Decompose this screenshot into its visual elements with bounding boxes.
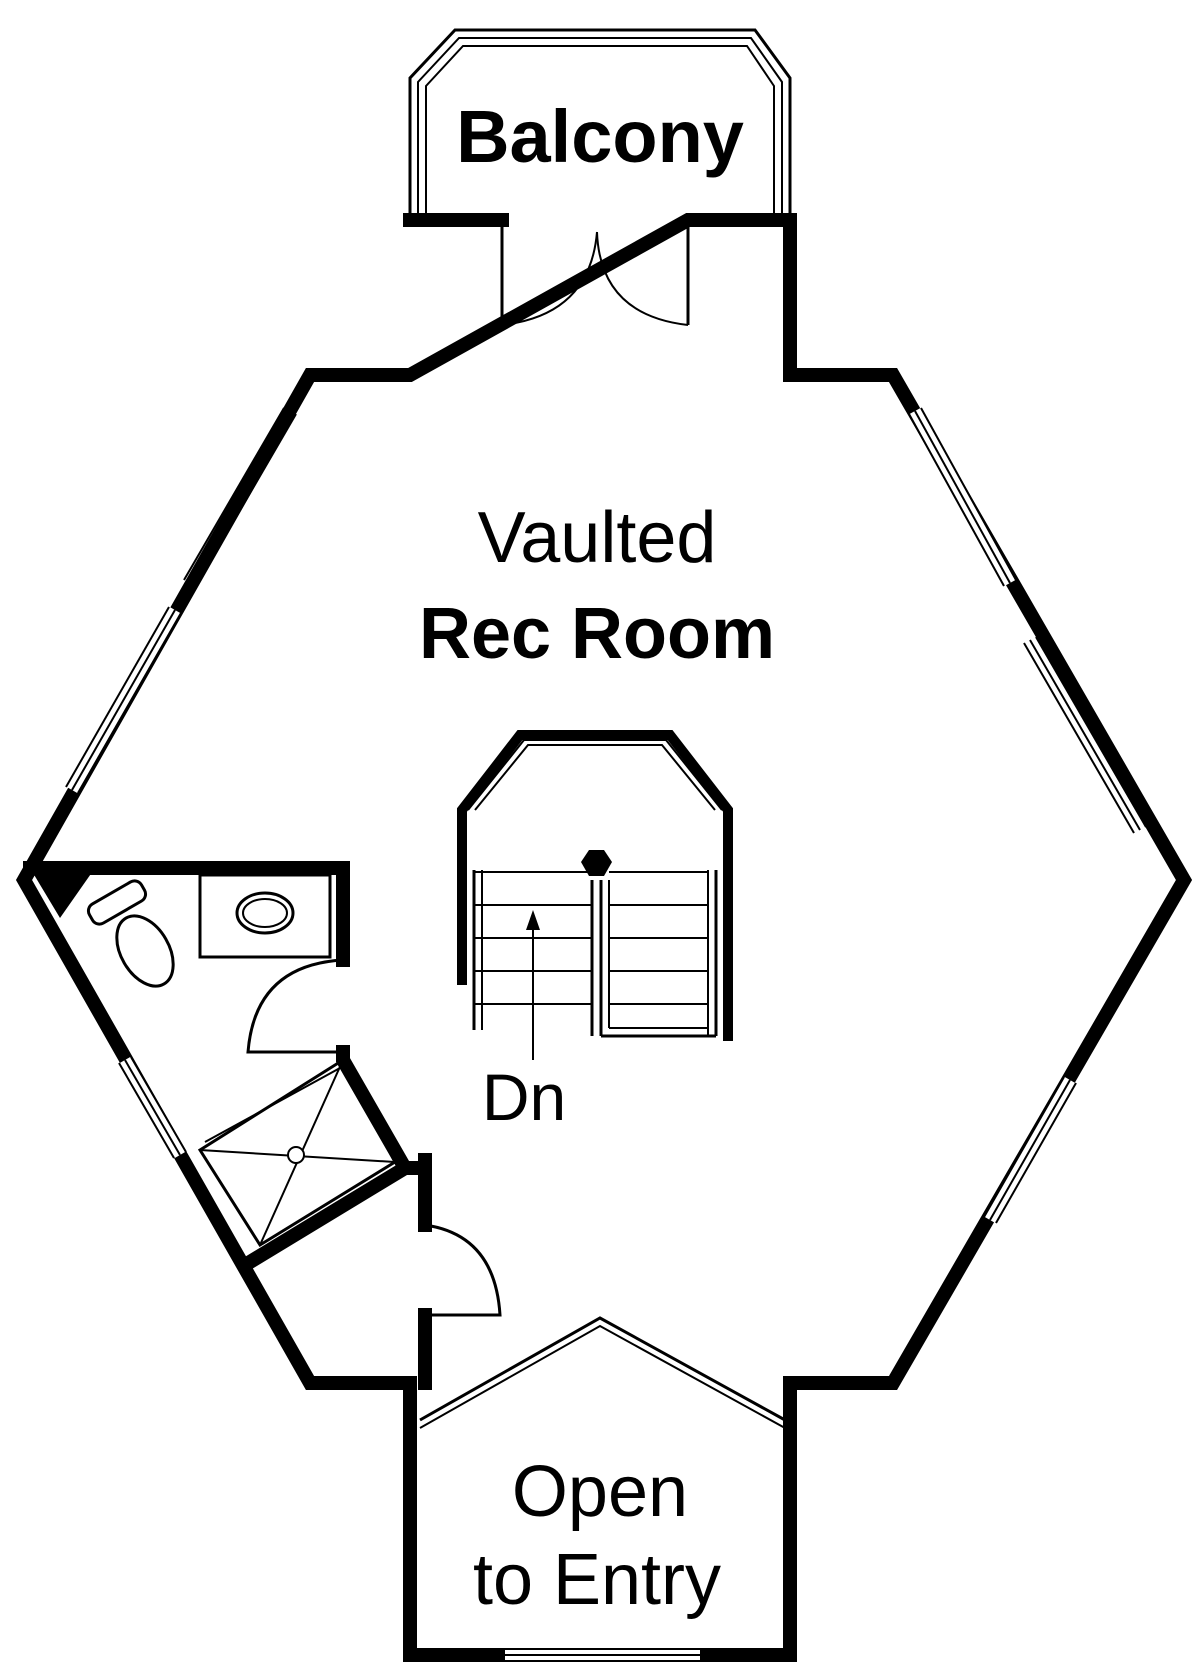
bathroom-door xyxy=(246,958,344,1054)
bathroom xyxy=(23,861,502,1390)
balcony-railing-inner xyxy=(417,37,783,220)
windows xyxy=(65,407,1147,1662)
label-rec-room-line2: Rec Room xyxy=(419,594,775,674)
window-lower-right xyxy=(983,1076,1077,1224)
window-right-middle xyxy=(1023,636,1147,834)
sink-icon xyxy=(235,891,295,935)
exterior-wall xyxy=(15,213,1193,1662)
window-bottom xyxy=(505,1648,700,1662)
window-bathroom xyxy=(118,1056,187,1159)
balcony-railing xyxy=(408,28,792,220)
label-open-line1: Open xyxy=(512,1452,688,1532)
open-to-entry-railing xyxy=(419,1316,786,1429)
newel-post-icon xyxy=(581,850,612,876)
vanity xyxy=(198,873,332,959)
staircase xyxy=(457,730,733,1060)
shower-drain-icon xyxy=(287,1146,305,1164)
label-balcony: Balcony xyxy=(456,95,744,178)
balcony-french-doors xyxy=(500,225,690,326)
shower xyxy=(197,1057,397,1248)
label-stairs-down: Dn xyxy=(482,1060,566,1134)
window-left-middle xyxy=(65,606,182,794)
window-upper-right xyxy=(908,407,1017,587)
toilet-icon xyxy=(86,879,175,988)
balcony xyxy=(408,28,792,220)
label-open-line2: to Entry xyxy=(473,1540,721,1620)
hall-door xyxy=(424,1223,502,1317)
window-upper-left xyxy=(183,407,297,587)
balcony-railing-inner2 xyxy=(425,45,775,220)
label-rec-room-line1: Vaulted xyxy=(478,498,717,578)
